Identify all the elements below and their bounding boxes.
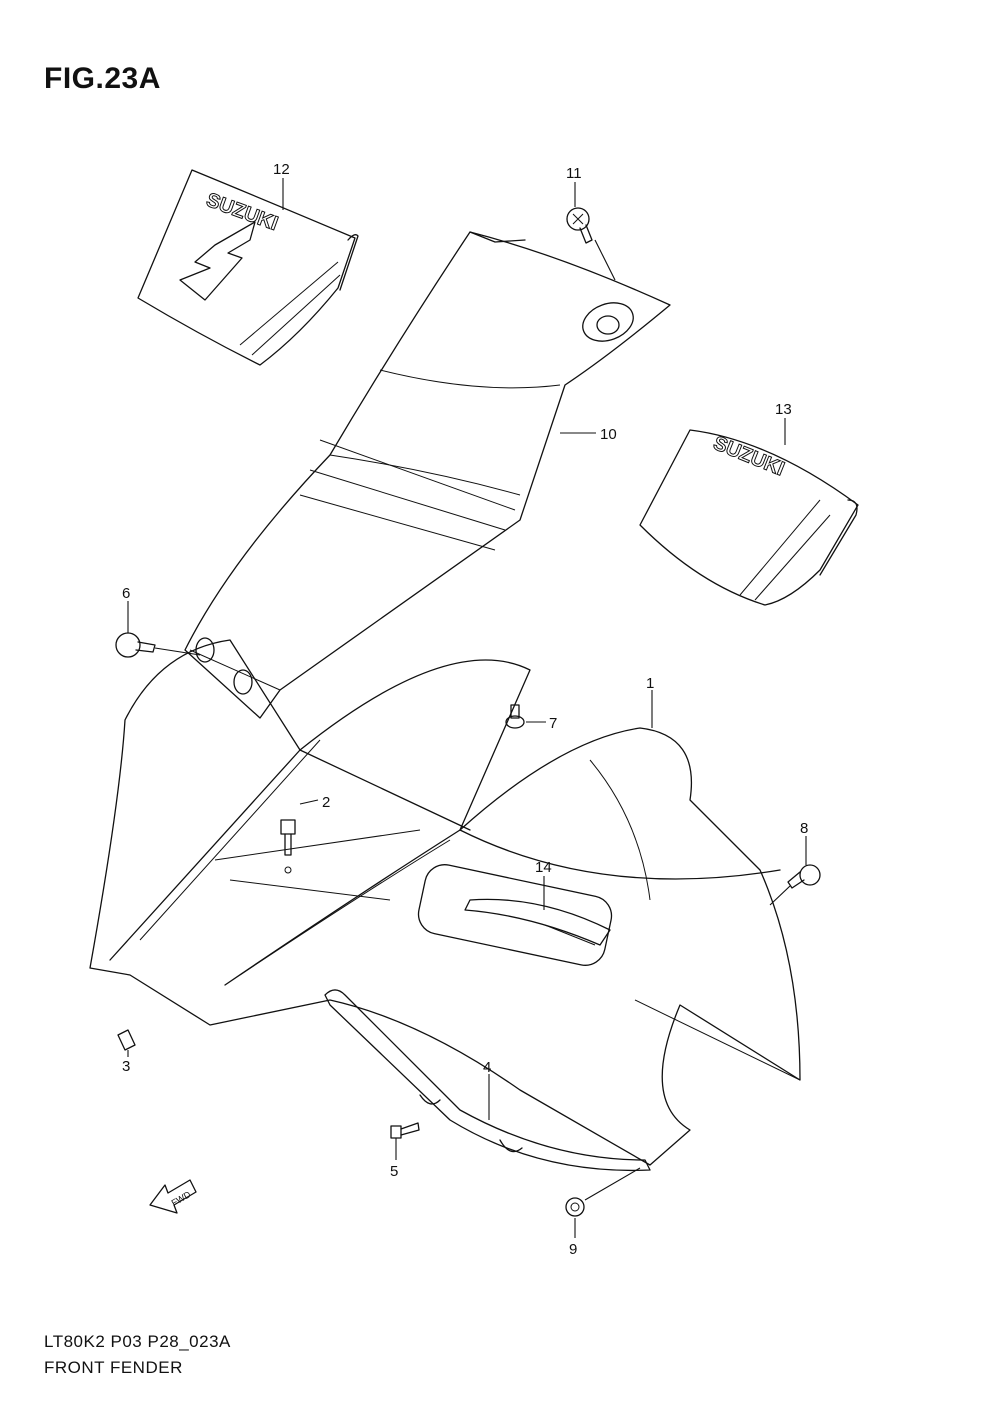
bolt-6-icon <box>115 632 156 658</box>
nut-9-icon <box>565 1197 585 1217</box>
nut-3-icon <box>117 1029 136 1051</box>
leader-6b <box>154 647 201 656</box>
bolt-5-icon <box>390 1122 420 1139</box>
callout-1: 1 <box>646 675 654 692</box>
leader-2 <box>299 799 319 805</box>
bolt-7-icon <box>505 704 525 729</box>
leader-9b <box>584 1167 641 1201</box>
decal-12: SUZUKI <box>137 169 359 366</box>
callout-10: 10 <box>600 426 617 443</box>
callout-12: 12 <box>273 161 290 178</box>
forward-arrow-icon: FWD <box>149 1179 197 1214</box>
leader-11b <box>594 239 616 281</box>
decal-13: SUZUKI <box>639 429 859 606</box>
decal-13-brand-text: SUZUKI <box>710 432 787 480</box>
callout-13: 13 <box>775 401 792 418</box>
callout-2: 2 <box>322 794 330 811</box>
figure-name: FRONT FENDER <box>44 1358 183 1377</box>
figure-title: FIG.23A <box>44 62 161 95</box>
callout-9: 9 <box>569 1241 577 1258</box>
figure-code: LT80K2 P03 P28_023A <box>44 1332 231 1351</box>
bolt-8-icon <box>787 864 821 889</box>
front-cover-10 <box>184 231 671 719</box>
brace-4 <box>324 989 651 1172</box>
callout-6: 6 <box>122 585 130 602</box>
suzuki-s-logo-icon <box>179 221 256 301</box>
callout-3: 3 <box>122 1058 130 1075</box>
decal-12-brand-text: SUZUKI <box>203 189 280 235</box>
callout-5: 5 <box>390 1163 398 1180</box>
leader-8b <box>769 885 791 906</box>
front-fender-1 <box>89 639 801 1166</box>
emblem-14 <box>464 898 611 946</box>
callout-4: 4 <box>483 1059 491 1076</box>
callout-14: 14 <box>535 859 552 876</box>
callout-8: 8 <box>800 820 808 837</box>
screw-11-icon <box>566 207 593 244</box>
callout-7: 7 <box>549 715 557 732</box>
fwd-arrow-text: FWD <box>170 1189 193 1208</box>
bolt-2-icon <box>280 819 296 874</box>
callout-11: 11 <box>566 165 582 182</box>
